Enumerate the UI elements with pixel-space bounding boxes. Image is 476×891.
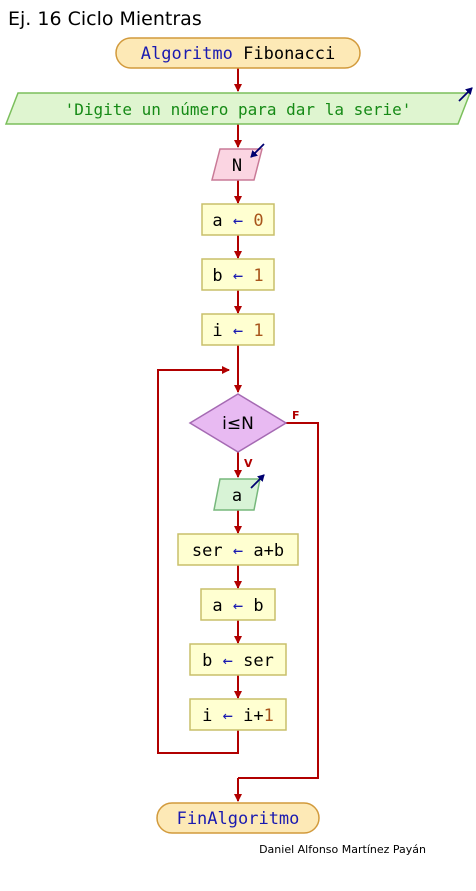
author-credit: Daniel Alfonso Martínez Payán [259, 843, 426, 856]
write-a-text: a [232, 486, 242, 506]
assign-a-text: a ← 0 [212, 211, 263, 231]
read-n-node: N [211, 143, 265, 181]
assign-i-value: 1 [253, 321, 263, 341]
edge-condition-false [238, 422, 319, 779]
assign-i-var: i [212, 321, 222, 341]
assign-b-ser-value: ser [243, 651, 274, 671]
increment-i-node: i ← i+1 [189, 698, 287, 731]
condition-node: i≤N [188, 393, 288, 453]
write-prompt-shape [4, 92, 472, 125]
write-prompt-node: 'Digite un número para dar la serie' [4, 87, 473, 125]
assign-b-arrow: ← [233, 266, 243, 286]
assign-a-b-text: a ← b [212, 596, 263, 616]
end-terminal-shape [156, 802, 320, 834]
increment-i-value-num: 1 [264, 706, 274, 726]
assign-b-ser-node: b ← ser [189, 643, 287, 676]
write-a-node: a [213, 474, 265, 511]
assign-a-b-shape [200, 588, 276, 621]
output-arrow-icon [458, 87, 473, 102]
assign-a-arrow: ← [233, 211, 243, 231]
assign-ser-value: a+b [253, 541, 284, 561]
assign-ser-var: ser [192, 541, 223, 561]
edges [157, 68, 319, 802]
assign-i-shape [201, 313, 275, 346]
assign-b-ser-arrow: ← [223, 651, 233, 671]
assign-b-ser-text: b ← ser [202, 651, 274, 671]
true-branch-label: V [244, 457, 253, 470]
write-prompt-text: 'Digite un número para dar la serie' [65, 100, 412, 119]
assign-ser-node: ser ← a+b [177, 533, 299, 566]
assign-b-ser-var: b [202, 651, 212, 671]
increment-i-value-var: i+ [243, 706, 263, 726]
assign-ser-text: ser ← a+b [192, 541, 284, 561]
edge-loop-back [157, 366, 239, 754]
assign-i-arrow: ← [233, 321, 243, 341]
assign-b-value: 1 [253, 266, 263, 286]
assign-ser-shape [177, 533, 299, 566]
condition-text: i≤N [222, 414, 254, 434]
assign-b-shape [201, 258, 275, 291]
end-node: FinAlgoritmo [156, 802, 320, 834]
assign-a-b-arrow: ← [233, 596, 243, 616]
assign-a-b-var: a [212, 596, 222, 616]
assign-a-var: a [212, 211, 222, 231]
assign-a-b-node: a ← b [200, 588, 276, 621]
start-node: Algoritmo Fibonacci [115, 37, 361, 69]
diagram-title: Ej. 16 Ciclo Mientras [8, 8, 202, 30]
assign-i-text: i ← 1 [212, 321, 263, 341]
start-terminal-shape [115, 37, 361, 69]
false-branch-label: F [292, 409, 300, 422]
increment-i-text: i ← i+1 [202, 706, 274, 726]
write-a-shape [213, 478, 261, 511]
assign-i-node: i ← 1 [201, 313, 275, 346]
assign-a-node: a ← 0 [201, 203, 275, 236]
assign-b-var: b [212, 266, 222, 286]
assign-a-shape [201, 203, 275, 236]
assign-b-text: b ← 1 [212, 266, 263, 286]
input-arrow-icon [250, 143, 265, 158]
start-keyword: Algoritmo [141, 44, 233, 64]
algorithm-name: Fibonacci [243, 44, 335, 64]
output-arrow-icon [250, 474, 265, 489]
increment-i-shape [189, 698, 287, 731]
assign-a-b-value: b [253, 596, 263, 616]
read-n-text: N [232, 156, 242, 176]
assign-ser-arrow: ← [233, 541, 243, 561]
condition-diamond-shape [188, 393, 288, 453]
assign-b-node: b ← 1 [201, 258, 275, 291]
read-n-shape [211, 148, 263, 181]
start-label: Algoritmo Fibonacci [141, 44, 336, 64]
assign-b-ser-shape [189, 643, 287, 676]
increment-i-arrow: ← [223, 706, 233, 726]
assign-a-value: 0 [253, 211, 263, 231]
increment-i-var: i [202, 706, 212, 726]
end-label: FinAlgoritmo [177, 809, 300, 829]
